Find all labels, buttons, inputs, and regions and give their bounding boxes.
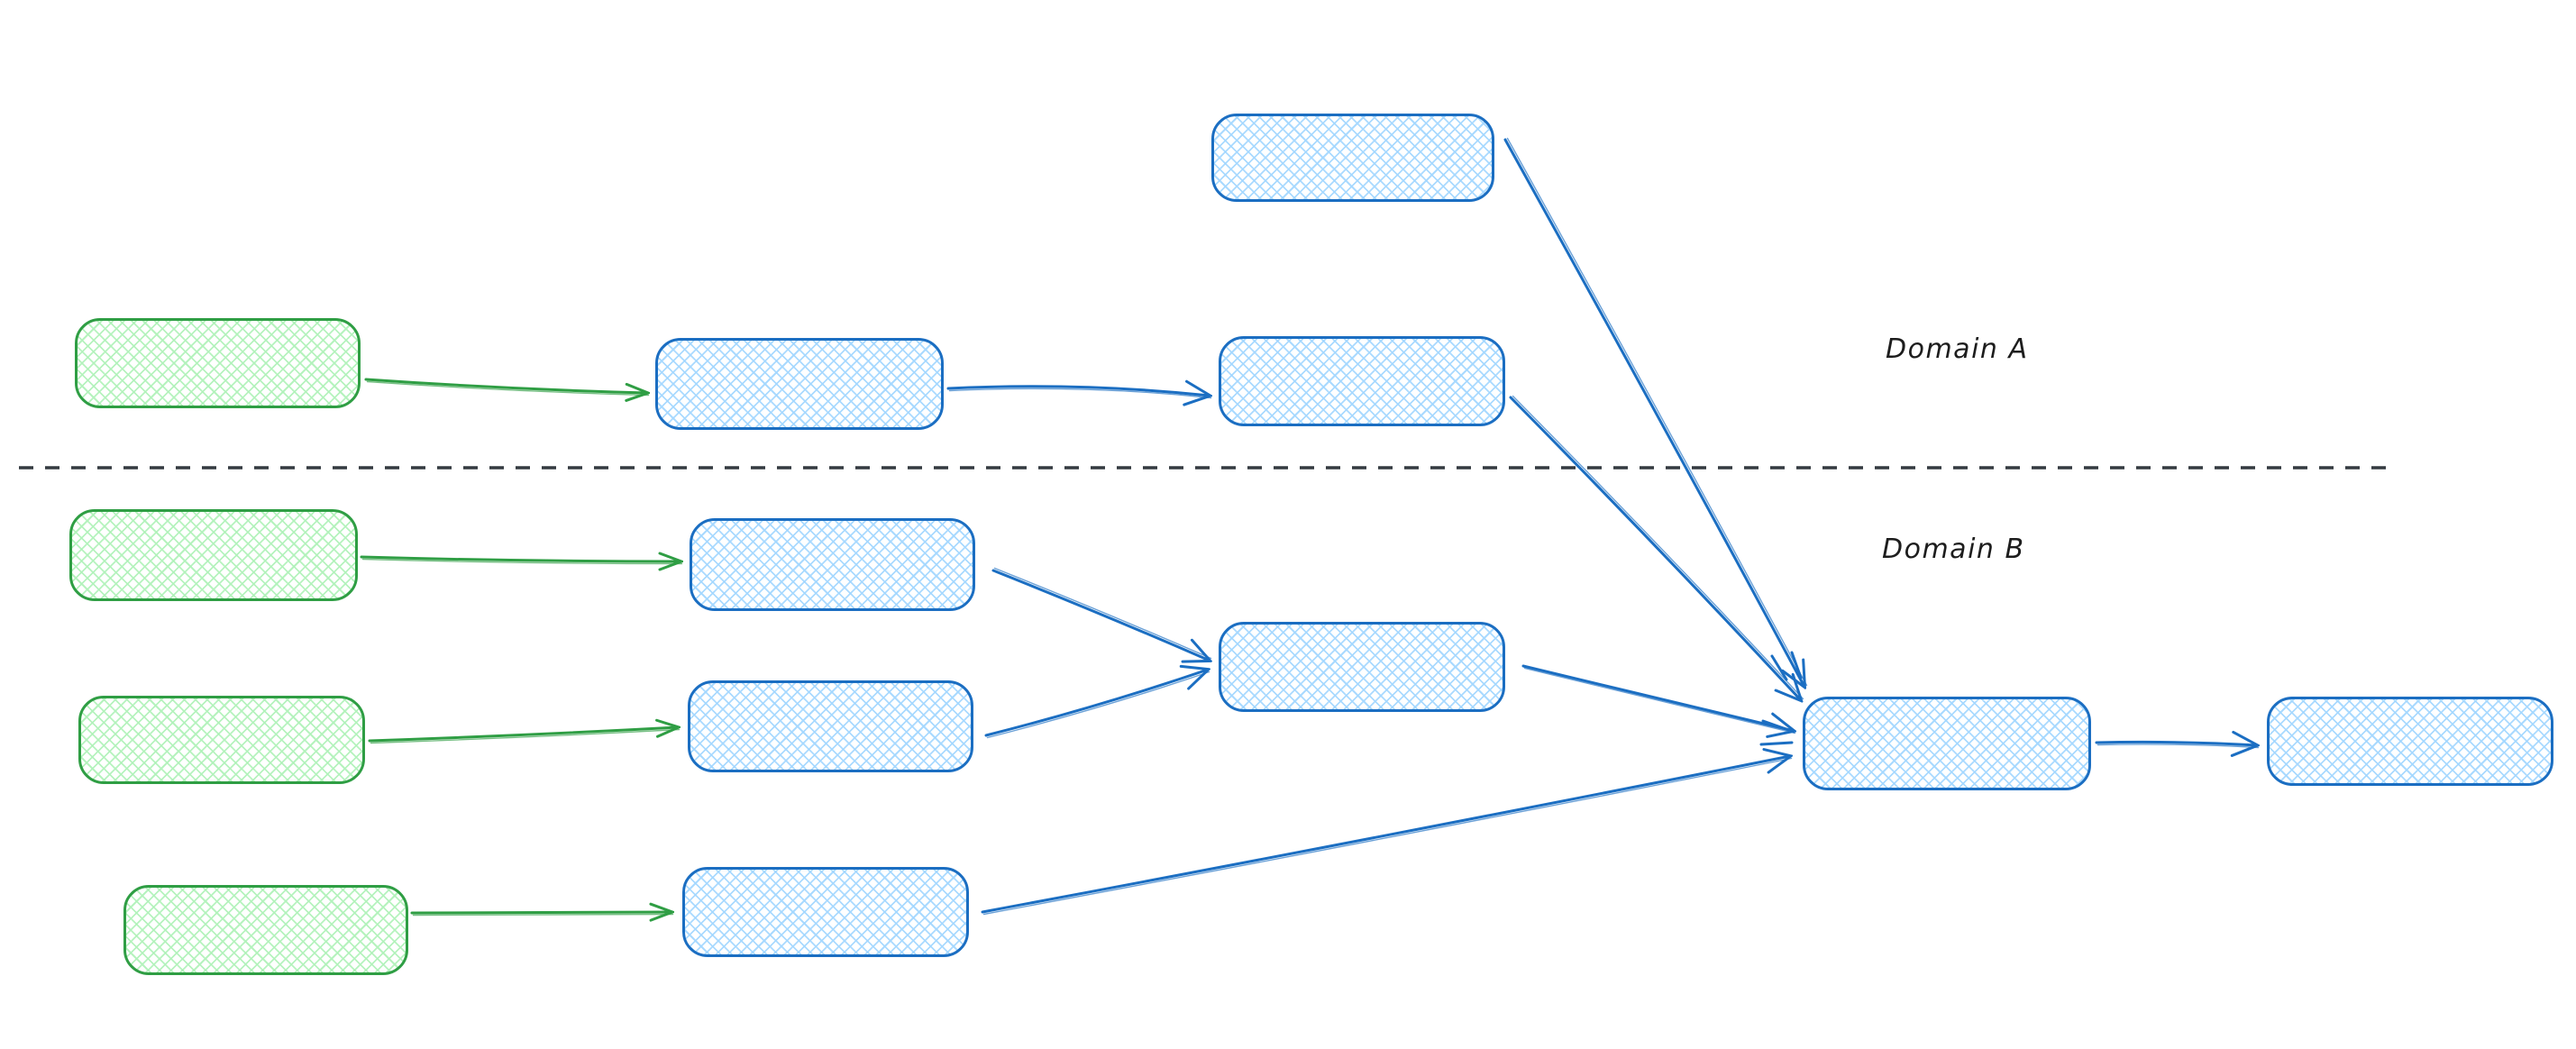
edge-stage2-a-to-merge[interactable]	[1509, 395, 1804, 701]
edge-green-a-to-stage1-a[interactable]	[364, 378, 649, 396]
node-merge[interactable]	[1803, 697, 2091, 790]
edge-stage1-a-to-stage2-a[interactable]	[946, 387, 1211, 398]
node-stage2-a[interactable]	[1219, 336, 1505, 426]
edge-green-b2-to-stage1-b2[interactable]	[368, 727, 680, 744]
node-source-green-b3[interactable]	[123, 885, 408, 975]
edge-stage1-b3-to-merge[interactable]	[981, 756, 1792, 916]
arrowhead-scribble	[1770, 651, 1803, 681]
arrowhead-scribble	[1759, 719, 1795, 746]
node-stage1-b3[interactable]	[682, 867, 969, 957]
node-source-green-a[interactable]	[75, 318, 361, 408]
node-source-top-a[interactable]	[1211, 114, 1494, 202]
edge-stage1-b1-to-join-b[interactable]	[991, 567, 1211, 661]
domain-b-label[interactable]: Domain B	[1882, 534, 2025, 565]
domain-a-label[interactable]: Domain A	[1886, 333, 2029, 365]
edge-green-b3-to-stage1-b3[interactable]	[410, 912, 673, 916]
node-stage1-b2[interactable]	[688, 680, 973, 772]
node-source-green-b2[interactable]	[78, 696, 365, 784]
node-stage1-a[interactable]	[655, 338, 944, 430]
edge-source-top-a-to-merge[interactable]	[1503, 137, 1808, 688]
node-stage1-b1[interactable]	[690, 518, 975, 611]
edge-merge-to-final[interactable]	[2095, 742, 2259, 747]
edge-join-b-to-merge[interactable]	[1521, 664, 1795, 734]
node-source-green-b1[interactable]	[69, 509, 358, 601]
edge-green-b1-to-stage1-b1[interactable]	[360, 557, 682, 564]
node-join-b[interactable]	[1219, 622, 1505, 712]
edge-stage1-b2-to-join-b[interactable]	[984, 670, 1210, 739]
node-final[interactable]	[2267, 697, 2553, 786]
